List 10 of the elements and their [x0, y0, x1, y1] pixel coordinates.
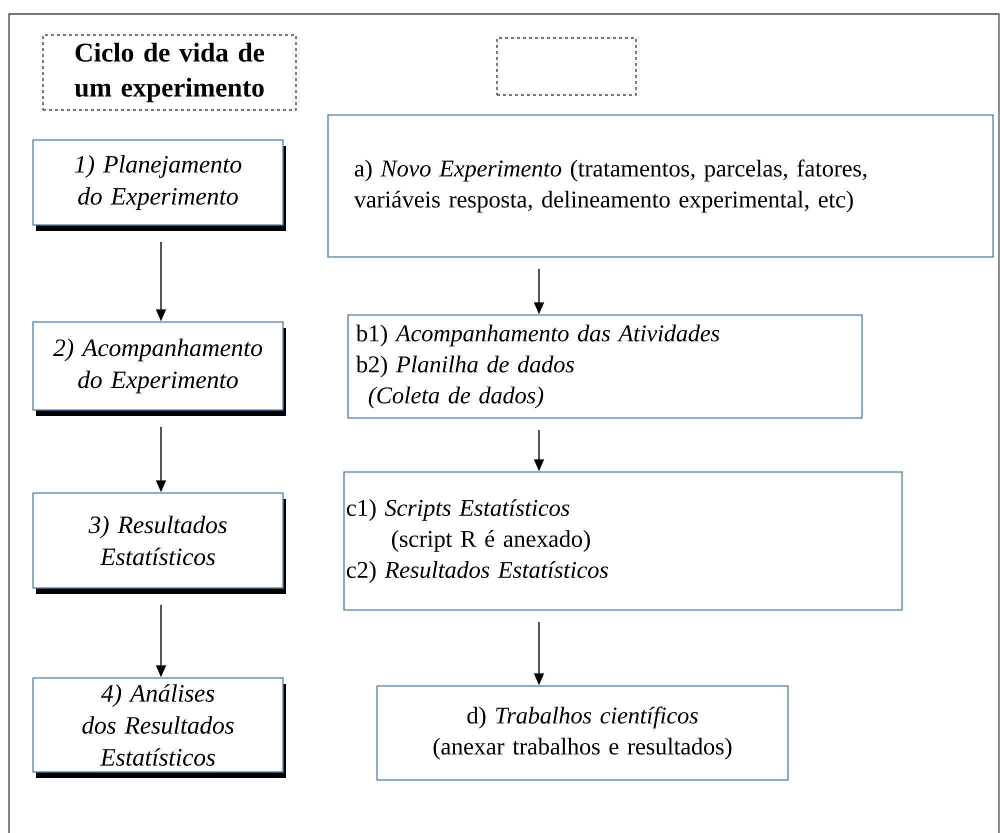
process-box: b1) Acompanhamento das Atividades b2) Planilha de dados (Coleta de dados) — [347, 314, 863, 419]
shadowed-box: 4) Análises dos Resultados Estatísticos — [32, 677, 286, 778]
process-box: d) Trabalhos científicos (anexar trabalhos e resultados) — [376, 685, 789, 781]
heading-box: Ciclo de vida de um experimento — [42, 34, 296, 110]
process-box: c1) Scripts Estatísticos (script R é anexado) c2) Resultados Estatísticos — [343, 471, 903, 611]
shadowed-box: 2) Acompanhamento do Experimento — [32, 321, 286, 416]
shadowed-box: 1) Planejamento do Experimento — [32, 139, 286, 231]
shadowed-box: 3) Resultados Estatísticos — [32, 492, 286, 594]
heading-box — [496, 38, 636, 96]
process-box: a) Novo Experimento (tratamentos, parcelas, fatores, variáveis resposta, delineamento experimental, etc) — [327, 114, 994, 258]
